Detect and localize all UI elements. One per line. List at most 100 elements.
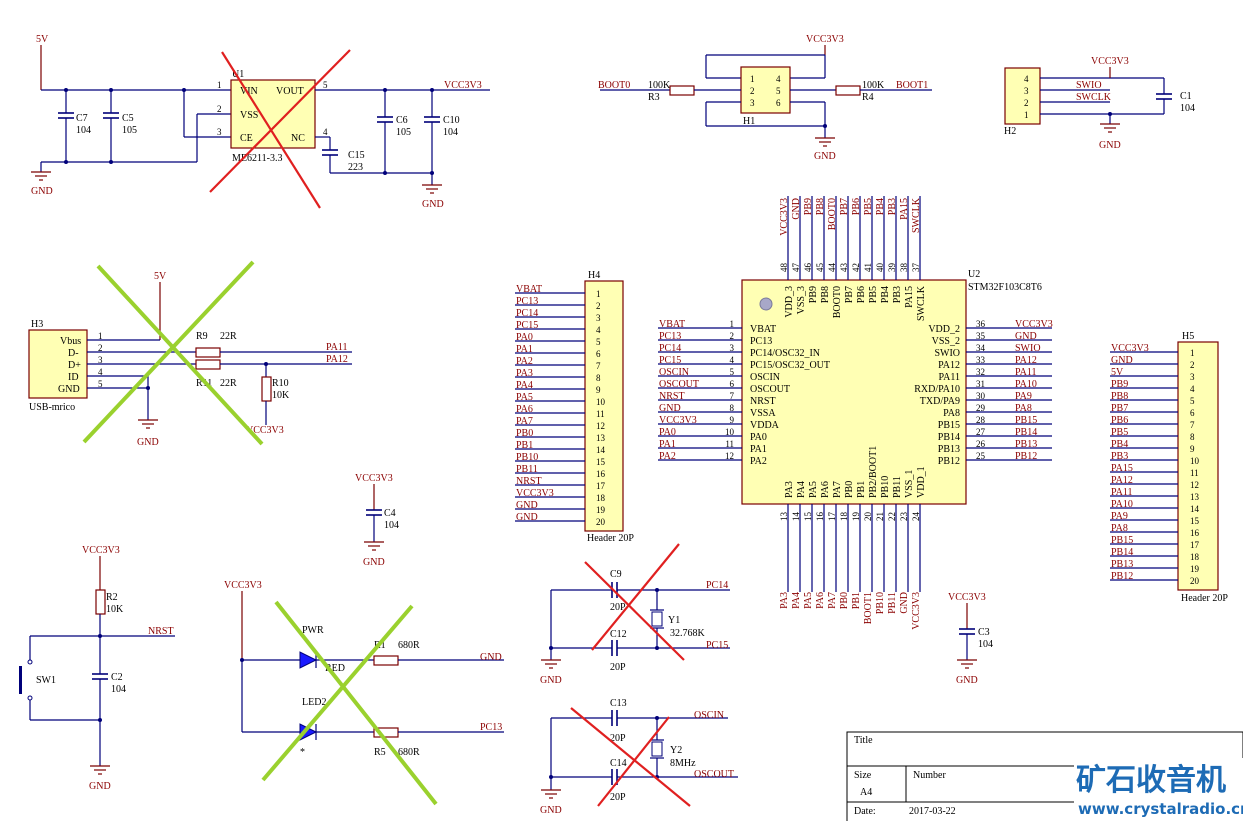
- mcu-right-pin-number: 30: [976, 391, 986, 401]
- mcu-bottom-pin-number: 14: [791, 512, 801, 522]
- mcu-top-pin-number: 48: [779, 263, 789, 273]
- c12-ref: C12: [610, 629, 627, 640]
- mcu-right-pin-name: PB14: [938, 432, 960, 443]
- gnd-label-9: GND: [540, 675, 562, 686]
- mcu-left-pin-number: 3: [730, 343, 735, 353]
- svg-text:5: 5: [776, 86, 781, 96]
- mcu-bottom-net: PB11: [887, 592, 898, 614]
- mcu-top-pin-number: 45: [815, 263, 825, 273]
- h4-net-label: NRST: [516, 476, 542, 487]
- led1-label: PWR: [302, 625, 324, 636]
- r9-val: 22R: [220, 331, 237, 342]
- c2-ref: C2: [111, 672, 123, 683]
- r1-val: 680R: [398, 640, 420, 651]
- mcu-left-pin-name: PC14/OSC32_IN: [750, 348, 820, 359]
- mcu-bottom-pin-number: 21: [875, 512, 885, 521]
- mcu-bottom-pin-number: 18: [839, 512, 849, 522]
- c7-ref: C7: [76, 113, 88, 124]
- h4-net-label: PC15: [516, 320, 538, 331]
- r5-ref: R5: [374, 747, 386, 758]
- mcu-right-pins: VCC3V336VDD_2GND35VSS_2SWIO34SWIOPA1233P…: [914, 319, 1053, 467]
- h5-pin-number: 6: [1190, 408, 1195, 418]
- mcu-left-pin-name: VBAT: [750, 324, 776, 335]
- h5-net-label: PB3: [1111, 451, 1128, 462]
- mcu-right-pin-number: 31: [976, 379, 985, 389]
- h4-pin-number: 17: [596, 481, 606, 491]
- r10-ref: R10: [272, 378, 289, 389]
- h5-pin-number: 17: [1190, 540, 1200, 550]
- mcu-right-pin-name: VDD_2: [928, 324, 960, 335]
- c14-val: 20P: [610, 792, 626, 803]
- mcu-left-pin-name: VDDA: [750, 420, 780, 431]
- net-pa11-usb: PA11: [326, 342, 348, 353]
- svg-text:1: 1: [1024, 110, 1029, 120]
- net-vcc3v3-usb: VCC3V3: [246, 425, 284, 436]
- mcu-top-pin-name: VSS_3: [796, 286, 807, 314]
- mcu-left-pin-name: PC15/OSC32_OUT: [750, 360, 830, 371]
- mcu-left-net: NRST: [659, 391, 685, 402]
- led2-ref: LED2: [302, 697, 326, 708]
- h4-pin-number: 6: [596, 349, 601, 359]
- net-pc14: PC14: [706, 580, 728, 591]
- mcu-right-net: PB14: [1015, 427, 1037, 438]
- h5-net-label: PA15: [1111, 463, 1133, 474]
- mcu-bottom-pin-number: 16: [815, 512, 825, 522]
- mcu-right-pin-number: 25: [976, 451, 986, 461]
- u1-pin-vout: VOUT: [276, 86, 304, 97]
- h4-pin-number: 14: [596, 445, 606, 455]
- svg-text:1: 1: [750, 74, 755, 84]
- h5-pin-number: 19: [1190, 564, 1200, 574]
- usb-pin-vbus: Vbus: [60, 336, 81, 347]
- h5-net-label: PA12: [1111, 475, 1133, 486]
- usb-pin-dminus: D-: [68, 348, 79, 359]
- mcu-bottom-pin-number: 13: [779, 512, 789, 522]
- r10-val: 10K: [272, 390, 290, 401]
- mcu-top-pin-number: 44: [827, 263, 837, 273]
- svg-text:2: 2: [217, 104, 222, 114]
- h4-net-label: PB0: [516, 428, 533, 439]
- mcu-bottom-pin-name: PB0: [844, 481, 855, 498]
- mcu-bottom-pin-name: PA5: [808, 481, 819, 498]
- r3-ref: R3: [648, 92, 660, 103]
- mcu-top-pin-number: 37: [911, 263, 921, 273]
- h5-pin-number: 3: [1190, 372, 1195, 382]
- h4-pin-number: 8: [596, 373, 601, 383]
- mcu-right-pin-number: 29: [976, 403, 986, 413]
- mcu-top-pin-name: PA15: [904, 286, 915, 308]
- h4-net-label: PC13: [516, 296, 538, 307]
- watermark-url: www.crystalradio.cn: [1078, 800, 1243, 818]
- tb-title-label: Title: [854, 735, 873, 746]
- h4-pin-number: 9: [596, 385, 601, 395]
- usb-connector-block: 5V H3 Vbus D- D+ ID GND 1 2 3 4 5 USB-mr…: [28, 260, 352, 448]
- mcu-bottom-pin-name: VSS_1: [904, 470, 915, 498]
- mcu-left-net: GND: [659, 403, 681, 414]
- net-pc13-led: PC13: [480, 722, 502, 733]
- h4-net-label: PA3: [516, 368, 533, 379]
- net-pa12-usb: PA12: [326, 354, 348, 365]
- mcu-left-net: PC15: [659, 355, 681, 366]
- h5-net-label: PB6: [1111, 415, 1128, 426]
- mcu-bottom-net: GND: [899, 592, 910, 614]
- h4-pin-number: 18: [596, 493, 606, 503]
- mcu-left-pin-number: 12: [725, 451, 734, 461]
- svg-text:4: 4: [1024, 74, 1029, 84]
- gnd-label-8: GND: [956, 675, 978, 686]
- h4-pin-number: 11: [596, 409, 605, 419]
- net-swio: SWIO: [1076, 80, 1102, 91]
- led2-star: *: [300, 747, 305, 758]
- tb-size-value: A4: [860, 787, 872, 798]
- h4-net-label: PC14: [516, 308, 538, 319]
- h5-pin-number: 1: [1190, 348, 1195, 358]
- mcu-right-pin-name: RXD/PA10: [914, 384, 960, 395]
- net-nrst: NRST: [148, 626, 174, 637]
- c2-val: 104: [111, 684, 126, 695]
- mcu-top-pin-number: 38: [899, 263, 909, 273]
- h4-net-label: PA7: [516, 416, 533, 427]
- svg-text:3: 3: [98, 355, 103, 365]
- mcu-left-pin-number: 8: [730, 403, 735, 413]
- mcu-top-net: PB5: [863, 198, 874, 215]
